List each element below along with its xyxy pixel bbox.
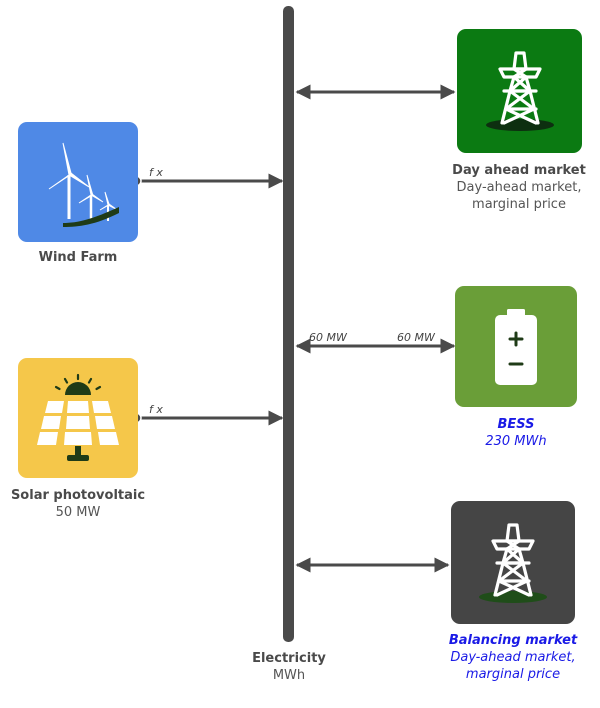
bess-node[interactable] (455, 286, 577, 407)
solar-pv-name: Solar photovoltaic (10, 488, 146, 503)
bess-label: BESS 230 MWh (441, 416, 591, 450)
day-ahead-market-label: Day ahead market Day-ahead market, margi… (434, 162, 600, 213)
day-ahead-market-name: Day ahead market (452, 163, 586, 178)
day-ahead-market-node[interactable] (457, 29, 582, 153)
solar-panel-icon (37, 373, 119, 461)
transmission-tower-icon (485, 51, 554, 131)
electricity-bus[interactable] (283, 6, 294, 642)
bess-capacity: 230 MWh (485, 434, 547, 449)
electricity-hub-label: Electricity MWh (229, 650, 349, 684)
solar-pv-node[interactable] (18, 358, 138, 478)
day-ahead-market-desc-1: Day-ahead market, (456, 180, 582, 195)
wind-farm-node[interactable] (18, 122, 138, 242)
balancing-market-name[interactable]: Balancing market (448, 633, 578, 648)
bess-flow-label-right: 60 MW (397, 331, 435, 344)
solar-flow-label: f x (149, 403, 163, 416)
bess-name[interactable]: BESS (497, 417, 535, 432)
wind-flow-label: f x (149, 166, 163, 179)
balancing-market-desc-1: Day-ahead market, (450, 650, 576, 665)
transmission-tower-icon (479, 522, 547, 603)
wind-farm-label: Wind Farm (3, 249, 153, 266)
balancing-market-node[interactable] (451, 501, 575, 624)
day-ahead-market-desc-2: marginal price (472, 197, 566, 212)
bess-flow-label-left: 60 MW (309, 331, 347, 344)
solar-pv-capacity: 50 MW (55, 505, 101, 520)
electricity-hub-unit: MWh (272, 668, 306, 683)
balancing-market-desc-2: marginal price (465, 667, 561, 682)
electricity-hub-name: Electricity (252, 651, 326, 666)
battery-icon (495, 308, 537, 385)
wind-turbine-icon (48, 142, 119, 227)
solar-pv-label: Solar photovoltaic 50 MW (0, 487, 168, 521)
wind-farm-name: Wind Farm (38, 250, 118, 265)
balancing-market-label: Balancing market Day-ahead market, margi… (428, 632, 598, 683)
